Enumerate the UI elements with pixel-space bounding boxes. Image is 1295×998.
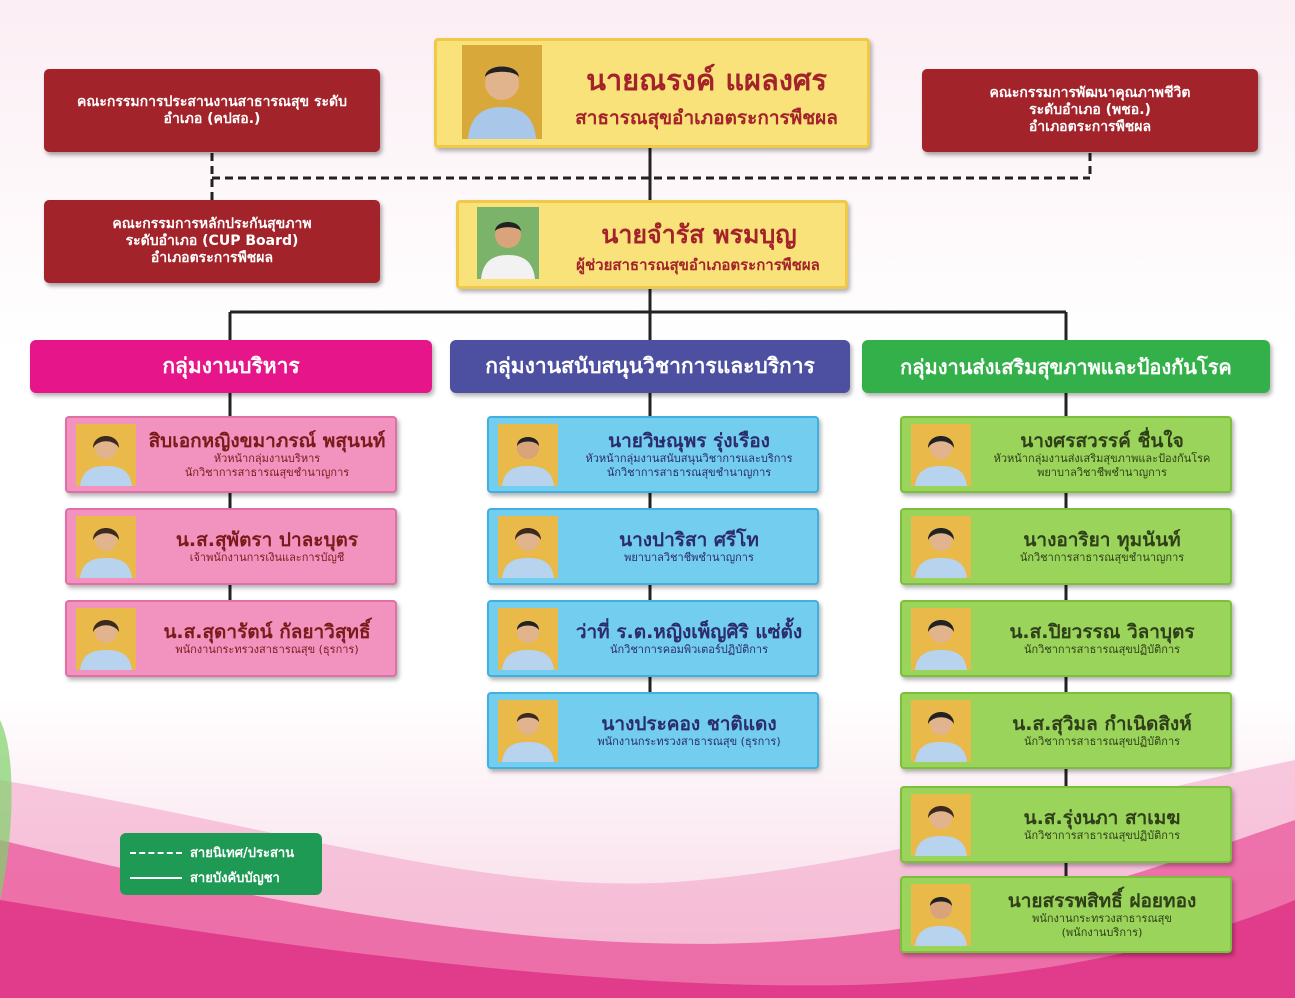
member-position: พยาบาลวิชาชีพชำนาญการ bbox=[624, 550, 754, 564]
legend-solid-row: สายบังคับบัญชา bbox=[130, 867, 280, 888]
committee-cup-line3: อำเภอตระการพืชผล bbox=[150, 250, 274, 266]
member-position: หัวหน้ากลุ่มงานสนับสนุนวิชาการและบริการ bbox=[585, 451, 793, 465]
member-position: นักวิชาการสาธารณสุขปฏิบัติการ bbox=[1023, 828, 1181, 842]
member-card: น.ส.รุ่งนภา สาเมฆนักวิชาการสาธารณสุขปฏิบ… bbox=[900, 786, 1232, 863]
member-card: นายวิษณุพร รุ่งเรืองหัวหน้ากลุ่มงานสนับส… bbox=[487, 416, 819, 493]
committee-cup-board: คณะกรรมการหลักประกันสุขภาพ ระดับอำเภอ (C… bbox=[44, 200, 380, 283]
member-photo bbox=[76, 608, 136, 670]
group-admin-header: กลุ่มงานบริหาร bbox=[30, 340, 432, 393]
member-photo bbox=[911, 884, 971, 946]
committee-pcho: คณะกรรมการพัฒนาคุณภาพชีวิต ระดับอำเภอ (พ… bbox=[922, 69, 1258, 152]
member-photo bbox=[498, 608, 558, 670]
group-promote-header: กลุ่มงานส่งเสริมสุขภาพและป้องกันโรค bbox=[862, 340, 1270, 393]
committee-pcho-line1: คณะกรรมการพัฒนาคุณภาพชีวิต bbox=[989, 85, 1191, 101]
member-photo bbox=[911, 516, 971, 578]
legend-dashed-label: สายนิเทศ/ประสาน bbox=[190, 846, 295, 861]
member-card: น.ส.สุดารัตน์ กัลยาวิสุทธิ์พนักงานกระทรว… bbox=[65, 600, 397, 677]
member-name: น.ส.สุดารัตน์ กัลยาวิสุทธิ์ bbox=[163, 620, 371, 643]
member-name: นางปาริสา ศรีโท bbox=[619, 528, 759, 551]
member-card: น.ส.สุพัตรา ปาละบุตรเจ้าพนักงานการเงินแล… bbox=[65, 508, 397, 585]
member-card: นางประคอง ชาติแดงพนักงานกระทรวงสาธารณสุข… bbox=[487, 692, 819, 769]
member-name: นางประคอง ชาติแดง bbox=[601, 712, 777, 735]
member-card: ว่าที่ ร.ต.หญิงเพ็ญศิริ แซ่ตั้งนักวิชากา… bbox=[487, 600, 819, 677]
legend-solid-label: สายบังคับบัญชา bbox=[190, 871, 280, 886]
member-position-2: นักวิชาการสาธารณสุขชำนาญการ bbox=[606, 465, 772, 479]
group-support-title: กลุ่มงานสนับสนุนวิชาการและบริการ bbox=[485, 354, 815, 378]
member-photo bbox=[498, 516, 558, 578]
member-position: พนักงานกระทรวงสาธารณสุข (ธุรการ) bbox=[597, 734, 781, 748]
member-name: น.ส.สุวิมล กำเนิดสิงห์ bbox=[1012, 712, 1192, 735]
committee-cup-line2: ระดับอำเภอ (CUP Board) bbox=[125, 233, 299, 249]
deputy-name: นายจำรัส พรมบุญ bbox=[601, 220, 797, 249]
member-photo bbox=[76, 424, 136, 486]
dashed-line-swatch bbox=[130, 851, 182, 854]
deputy-role: ผู้ช่วยสาธารณสุขอำเภอตระการพืชผล bbox=[576, 256, 820, 274]
committee-cup-line1: คณะกรรมการหลักประกันสุขภาพ bbox=[112, 216, 312, 232]
legend-dashed-row: สายนิเทศ/ประสาน bbox=[130, 842, 294, 863]
member-name: นายวิษณุพร รุ่งเรือง bbox=[608, 429, 770, 452]
member-photo bbox=[911, 424, 971, 486]
member-name: นางอาริยา ทุมนันท์ bbox=[1023, 528, 1181, 551]
member-name: นางศรสวรรค์ ชื่นใจ bbox=[1020, 429, 1184, 452]
member-position-2: นักวิชาการสาธารณสุขชำนาญการ bbox=[184, 465, 350, 479]
legend: สายนิเทศ/ประสาน สายบังคับบัญชา bbox=[120, 833, 322, 895]
group-support-header: กลุ่มงานสนับสนุนวิชาการและบริการ bbox=[450, 340, 850, 393]
member-name: น.ส.สุพัตรา ปาละบุตร bbox=[175, 528, 359, 551]
member-position-2: (พนักงานบริการ) bbox=[1061, 925, 1143, 939]
group-admin-title: กลุ่มงานบริหาร bbox=[162, 354, 300, 378]
committee-kps-text: คณะกรรมการประสานงานสาธารณสุข ระดับอำเภอ … bbox=[77, 93, 347, 127]
head-photo bbox=[462, 45, 542, 139]
member-card: น.ส.ปิยวรรณ วิลาบุตรนักวิชาการสาธารณสุขป… bbox=[900, 600, 1232, 677]
member-position: เจ้าพนักงานการเงินและการบัญชี bbox=[189, 550, 345, 564]
member-card: นางอาริยา ทุมนันท์นักวิชาการสาธารณสุขชำน… bbox=[900, 508, 1232, 585]
member-card: นางศรสวรรค์ ชื่นใจหัวหน้ากลุ่มงานส่งเสริ… bbox=[900, 416, 1232, 493]
committee-kps: คณะกรรมการประสานงานสาธารณสุข ระดับอำเภอ … bbox=[44, 69, 380, 152]
member-position: หัวหน้ากลุ่มงานบริหาร bbox=[213, 451, 321, 465]
deputy-card: นายจำรัส พรมบุญ ผู้ช่วยสาธารณสุขอำเภอตระ… bbox=[456, 200, 848, 289]
head-card: นายณรงค์ แผลงศร สาธารณสุขอำเภอตระการพืชผ… bbox=[434, 38, 870, 148]
group-promote-title: กลุ่มงานส่งเสริมสุขภาพและป้องกันโรค bbox=[900, 354, 1232, 379]
committee-pcho-line2: ระดับอำเภอ (พชอ.) bbox=[1029, 102, 1151, 118]
member-photo bbox=[911, 608, 971, 670]
member-position: นักวิชาการคอมพิวเตอร์ปฏิบัติการ bbox=[609, 642, 769, 656]
solid-line-swatch bbox=[130, 876, 182, 879]
member-photo bbox=[498, 424, 558, 486]
member-name: นายสรรพสิทธิ์ ฝอยทอง bbox=[1007, 889, 1197, 912]
member-card: น.ส.สุวิมล กำเนิดสิงห์นักวิชาการสาธารณสุ… bbox=[900, 692, 1232, 769]
member-position: หัวหน้ากลุ่มงานส่งเสริมสุขภาพและป้องกันโ… bbox=[993, 451, 1211, 465]
member-photo bbox=[76, 516, 136, 578]
head-name: นายณรงค์ แผลงศร bbox=[586, 63, 827, 97]
member-photo bbox=[911, 700, 971, 762]
member-card: สิบเอกหญิงขมาภรณ์ พสุนนท์หัวหน้ากลุ่มงาน… bbox=[65, 416, 397, 493]
member-name: ว่าที่ ร.ต.หญิงเพ็ญศิริ แซ่ตั้ง bbox=[575, 620, 803, 643]
member-position: นักวิชาการสาธารณสุขปฏิบัติการ bbox=[1023, 734, 1181, 748]
member-name: สิบเอกหญิงขมาภรณ์ พสุนนท์ bbox=[148, 429, 386, 452]
deputy-photo bbox=[477, 207, 539, 279]
member-name: น.ส.ปิยวรรณ วิลาบุตร bbox=[1009, 620, 1195, 643]
member-position: นักวิชาการสาธารณสุขปฏิบัติการ bbox=[1023, 642, 1181, 656]
member-position: พนักงานกระทรวงสาธารณสุข (ธุรการ) bbox=[175, 642, 359, 656]
member-photo bbox=[911, 794, 971, 856]
member-position: พนักงานกระทรวงสาธารณสุข bbox=[1032, 911, 1172, 925]
member-position-2: พยาบาลวิชาชีพชำนาญการ bbox=[1037, 465, 1167, 479]
committee-pcho-line3: อำเภอตระการพืชผล bbox=[1028, 119, 1152, 135]
member-photo bbox=[498, 700, 558, 762]
member-name: น.ส.รุ่งนภา สาเมฆ bbox=[1023, 806, 1181, 829]
head-role: สาธารณสุขอำเภอตระการพืชผล bbox=[575, 107, 838, 129]
member-position: นักวิชาการสาธารณสุขชำนาญการ bbox=[1019, 550, 1185, 564]
member-card: นางปาริสา ศรีโทพยาบาลวิชาชีพชำนาญการ bbox=[487, 508, 819, 585]
member-card: นายสรรพสิทธิ์ ฝอยทองพนักงานกระทรวงสาธารณ… bbox=[900, 876, 1232, 953]
